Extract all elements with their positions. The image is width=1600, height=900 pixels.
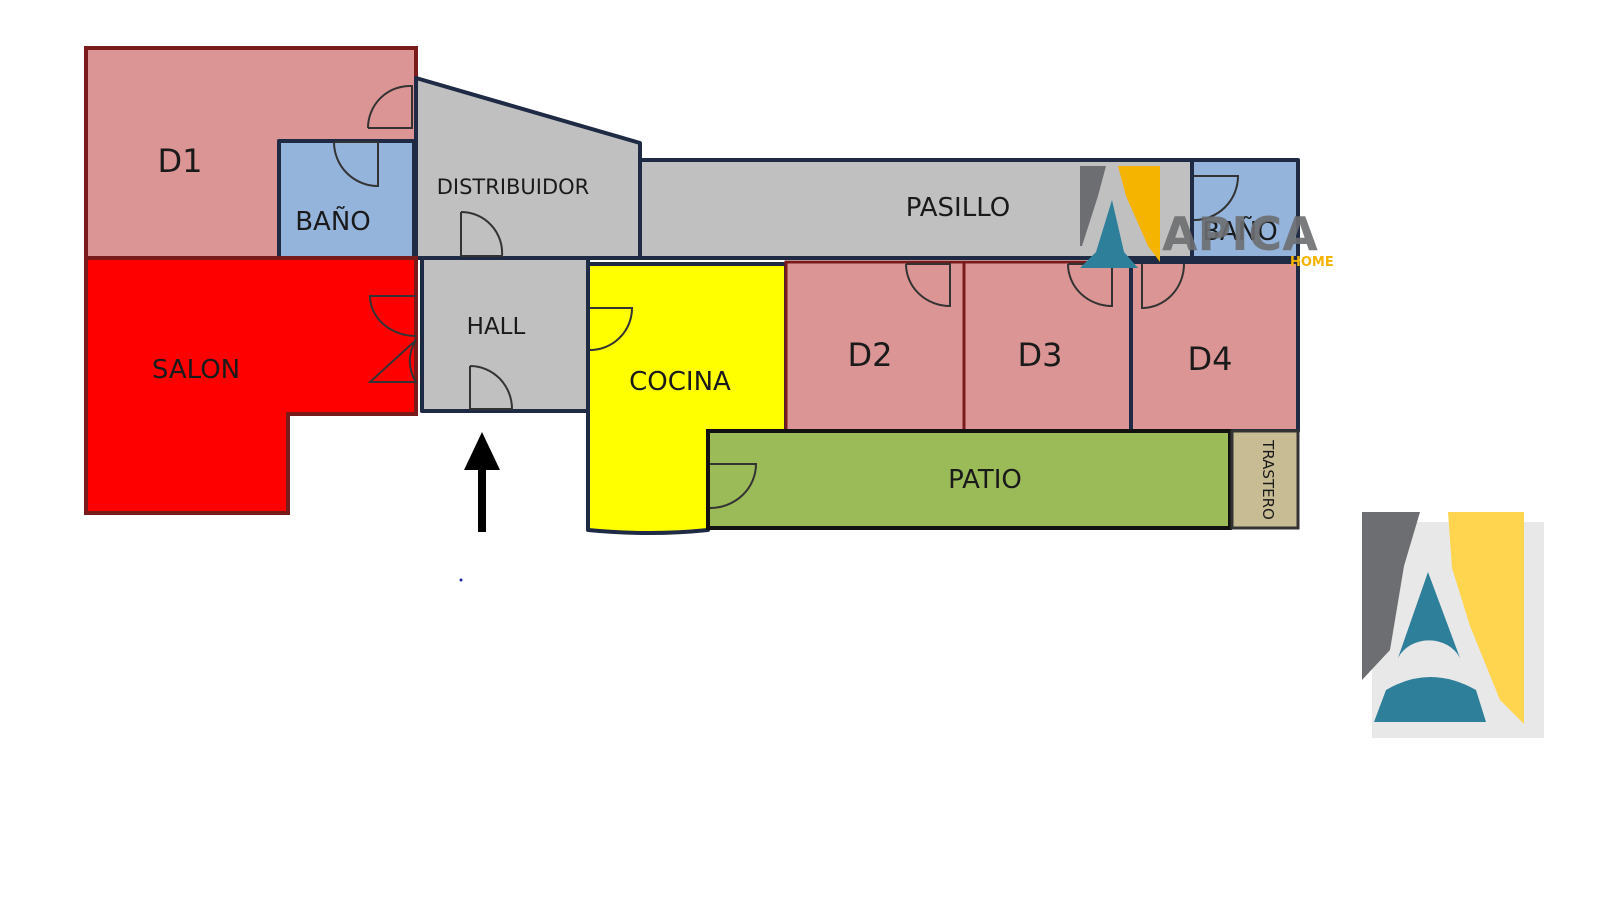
watermark-logo-tagline: HOME xyxy=(1290,255,1334,270)
room-patio: PATIO xyxy=(706,429,1232,530)
room-d3: D3 xyxy=(962,260,1133,433)
door-distribuidor xyxy=(460,210,504,257)
room-d4: D4 xyxy=(1129,260,1300,433)
room-label-hall: HALL xyxy=(467,314,526,340)
door-salon-top xyxy=(368,295,417,337)
room-hall: HALL xyxy=(420,256,590,413)
door-bano-2 xyxy=(1193,175,1240,221)
door-cocina xyxy=(589,307,634,351)
entrance-arrow-icon xyxy=(464,432,500,532)
brand-logo-icon xyxy=(1362,512,1544,738)
room-label-pasillo: PASILLO xyxy=(906,193,1010,223)
room-label-distribuidor: DISTRIBUIDOR xyxy=(437,175,590,199)
room-trastero: TRASTERO xyxy=(1230,429,1300,530)
door-salon-bottom xyxy=(367,339,418,383)
doors xyxy=(333,84,1240,509)
room-label-d3: D3 xyxy=(1018,336,1063,374)
room-d2: D2 xyxy=(784,260,966,433)
door-hall xyxy=(469,365,514,410)
door-patio xyxy=(709,463,758,509)
room-bano-1: BAÑO xyxy=(277,139,416,260)
dot-mark xyxy=(459,578,463,582)
door-d1 xyxy=(366,84,413,129)
watermark-logo: APICA HOME xyxy=(1080,166,1334,270)
room-label-d1: D1 xyxy=(158,142,203,180)
watermark-logo-name: APICA xyxy=(1162,207,1318,261)
room-label-bano-2: BAÑO xyxy=(1202,215,1278,247)
door-d4 xyxy=(1141,263,1185,310)
room-cocina: COCINA xyxy=(586,262,788,535)
room-label-cocina: COCINA xyxy=(629,367,731,397)
room-salon: SALON xyxy=(84,256,418,515)
room-label-bano-1: BAÑO xyxy=(295,205,371,237)
door-d3 xyxy=(1067,263,1113,308)
room-label-d2: D2 xyxy=(848,336,893,374)
room-label-d4: D4 xyxy=(1188,340,1233,378)
room-label-salon: SALON xyxy=(152,355,240,385)
door-bano-1 xyxy=(333,141,379,188)
room-label-trastero: TRASTERO xyxy=(1259,439,1277,520)
room-distribuidor: DISTRIBUIDOR xyxy=(414,76,642,260)
room-label-patio: PATIO xyxy=(948,465,1022,495)
door-d2 xyxy=(905,263,951,308)
